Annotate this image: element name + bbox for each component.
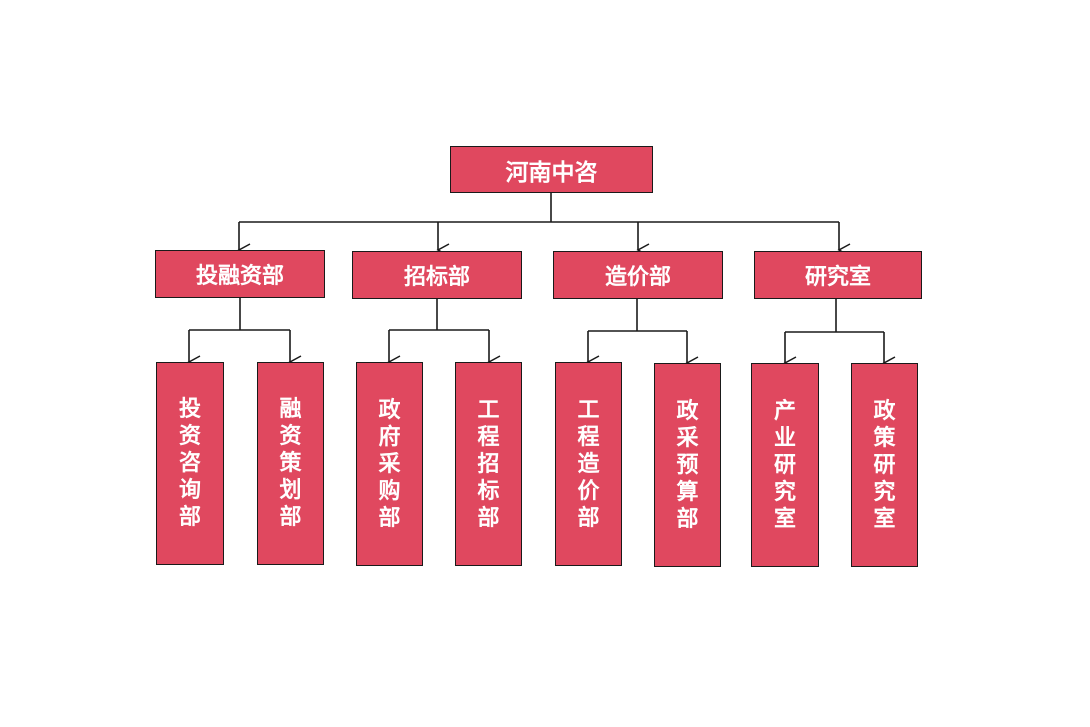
dept-label: 投融资部: [195, 264, 284, 289]
dept-investment-financing: 投融资部: [155, 250, 325, 298]
subunit-label-char: 造: [577, 451, 600, 477]
subunit-label-char: 研: [873, 452, 896, 478]
subunit-label-char: 业: [773, 425, 796, 451]
subunit-node: 政策研究室: [851, 363, 918, 567]
dept-research: 研究室: [754, 251, 922, 299]
subunit-label-char: 资: [279, 424, 302, 449]
root-label: 河南中咨: [505, 159, 598, 186]
subunit-label-char: 招: [477, 451, 500, 477]
subunit-label-char: 询: [178, 478, 201, 503]
subunit-label-char: 程: [477, 424, 500, 450]
subunit-label-char: 部: [178, 505, 201, 530]
subunit-node: 产业研究室: [751, 363, 819, 567]
dept-label: 招标部: [403, 265, 470, 290]
subunit-label-char: 工: [477, 397, 500, 423]
subunit-label-char: 部: [378, 505, 401, 531]
dept-cost: 造价部: [553, 251, 723, 299]
subunit-label-char: 采: [676, 425, 699, 451]
subunit-label-char: 政: [378, 397, 401, 423]
subunit-node: 融资策划部: [257, 362, 324, 565]
subunit-label-char: 投: [178, 397, 201, 422]
subunit-label-char: 部: [676, 506, 699, 532]
subunit-label-char: 室: [873, 506, 896, 532]
subunit-label-char: 策: [873, 425, 896, 451]
subunit-label-char: 策: [279, 451, 302, 476]
subunit-label-char: 算: [676, 479, 699, 505]
subunit-label-char: 府: [378, 424, 401, 450]
dept-label: 造价部: [604, 265, 671, 290]
subunit-label-char: 产: [773, 398, 796, 424]
dept-label: 研究室: [804, 265, 871, 290]
subunit-label-char: 室: [773, 506, 796, 532]
subunit-label-char: 划: [279, 478, 302, 503]
subunit-node: 工程招标部: [455, 362, 522, 566]
subunit-label-char: 采: [378, 451, 401, 477]
subunit-label-char: 部: [577, 505, 600, 531]
subunit-label-char: 程: [577, 424, 600, 450]
subunit-label-char: 部: [477, 505, 500, 531]
subunit-node: 政府采购部: [356, 362, 423, 566]
root-node: 河南中咨: [450, 146, 653, 193]
subunit-label-char: 政: [676, 398, 699, 424]
subunit-node: 投资咨询部: [156, 362, 224, 565]
dept-bidding: 招标部: [352, 251, 522, 299]
subunit-label-char: 究: [873, 479, 896, 505]
subunit-label-char: 预: [676, 452, 699, 478]
subunit-label-char: 融: [279, 397, 302, 422]
subunit-label-char: 购: [378, 478, 401, 504]
subunit-label-char: 研: [773, 452, 796, 478]
subunit-label-char: 标: [477, 478, 500, 504]
subunit-label-char: 价: [577, 478, 600, 504]
subunit-label-char: 工: [577, 397, 600, 423]
subunit-label-char: 部: [279, 505, 302, 530]
subunit-node: 工程造价部: [555, 362, 622, 566]
subunit-label-char: 咨: [178, 451, 201, 476]
subunit-label-char: 政: [873, 398, 896, 424]
subunit-label-char: 资: [178, 424, 201, 449]
subunit-node: 政采预算部: [654, 363, 721, 567]
subunit-label-char: 究: [773, 479, 796, 505]
